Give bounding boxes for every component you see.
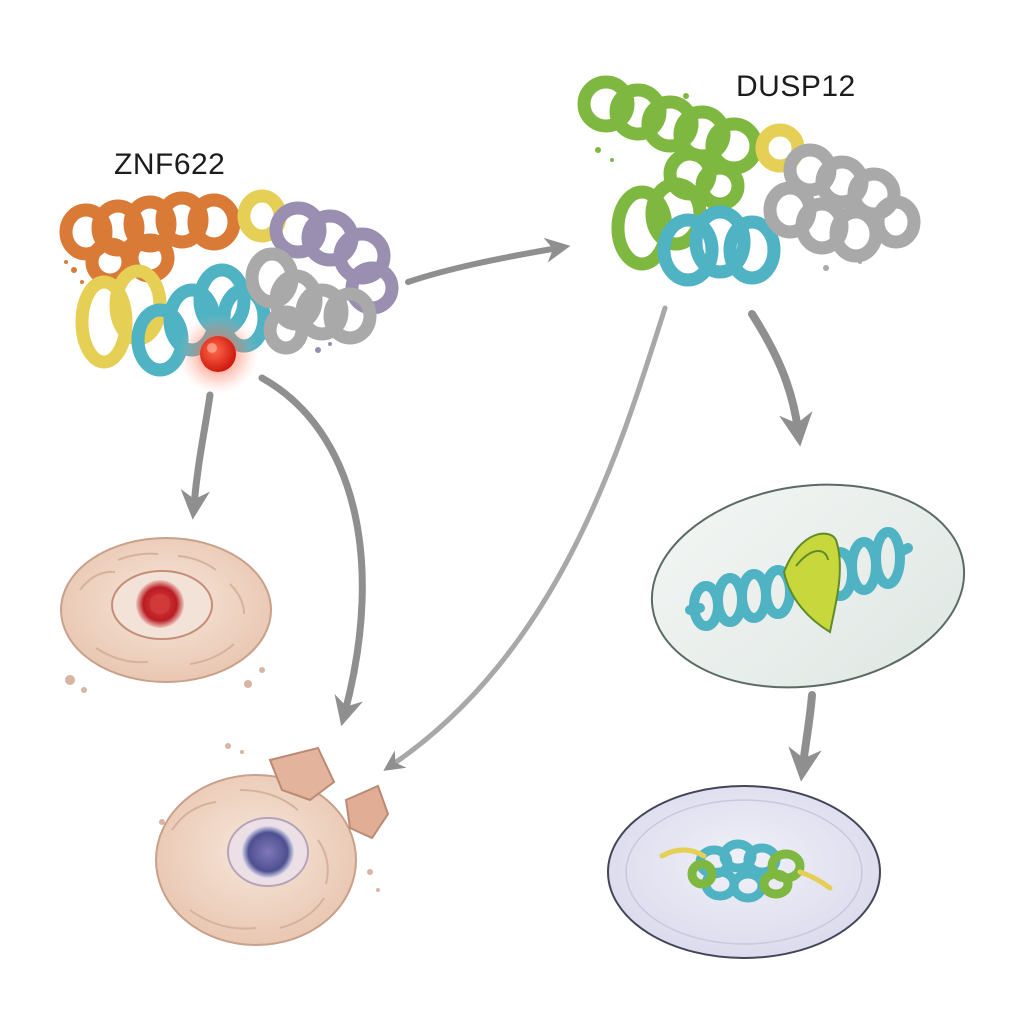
- arrow-dusp12-to-organelle: [748, 310, 813, 447]
- dusp12-protein-icon: [577, 75, 921, 287]
- arrow-znf622-to-damaged-cell: [258, 374, 366, 727]
- cell-nucleus-icon: [60, 537, 272, 693]
- mutation-site-icon: [178, 314, 258, 394]
- arrow-organelle-to-dish: [788, 691, 822, 782]
- damaged-cell-icon: [155, 743, 390, 946]
- arrow-znf622-to-intact-cell: [180, 391, 214, 520]
- arrow-znf622-to-dusp12: [405, 237, 571, 285]
- mitochondrion-icon: [650, 483, 966, 689]
- petri-dish-icon: [607, 785, 881, 959]
- dusp12-label: DUSP12: [736, 70, 856, 103]
- arrow-dusp12-to-damaged-cell: [383, 305, 668, 771]
- arrows: [180, 237, 822, 782]
- znf622-label: ZNF622: [114, 148, 225, 181]
